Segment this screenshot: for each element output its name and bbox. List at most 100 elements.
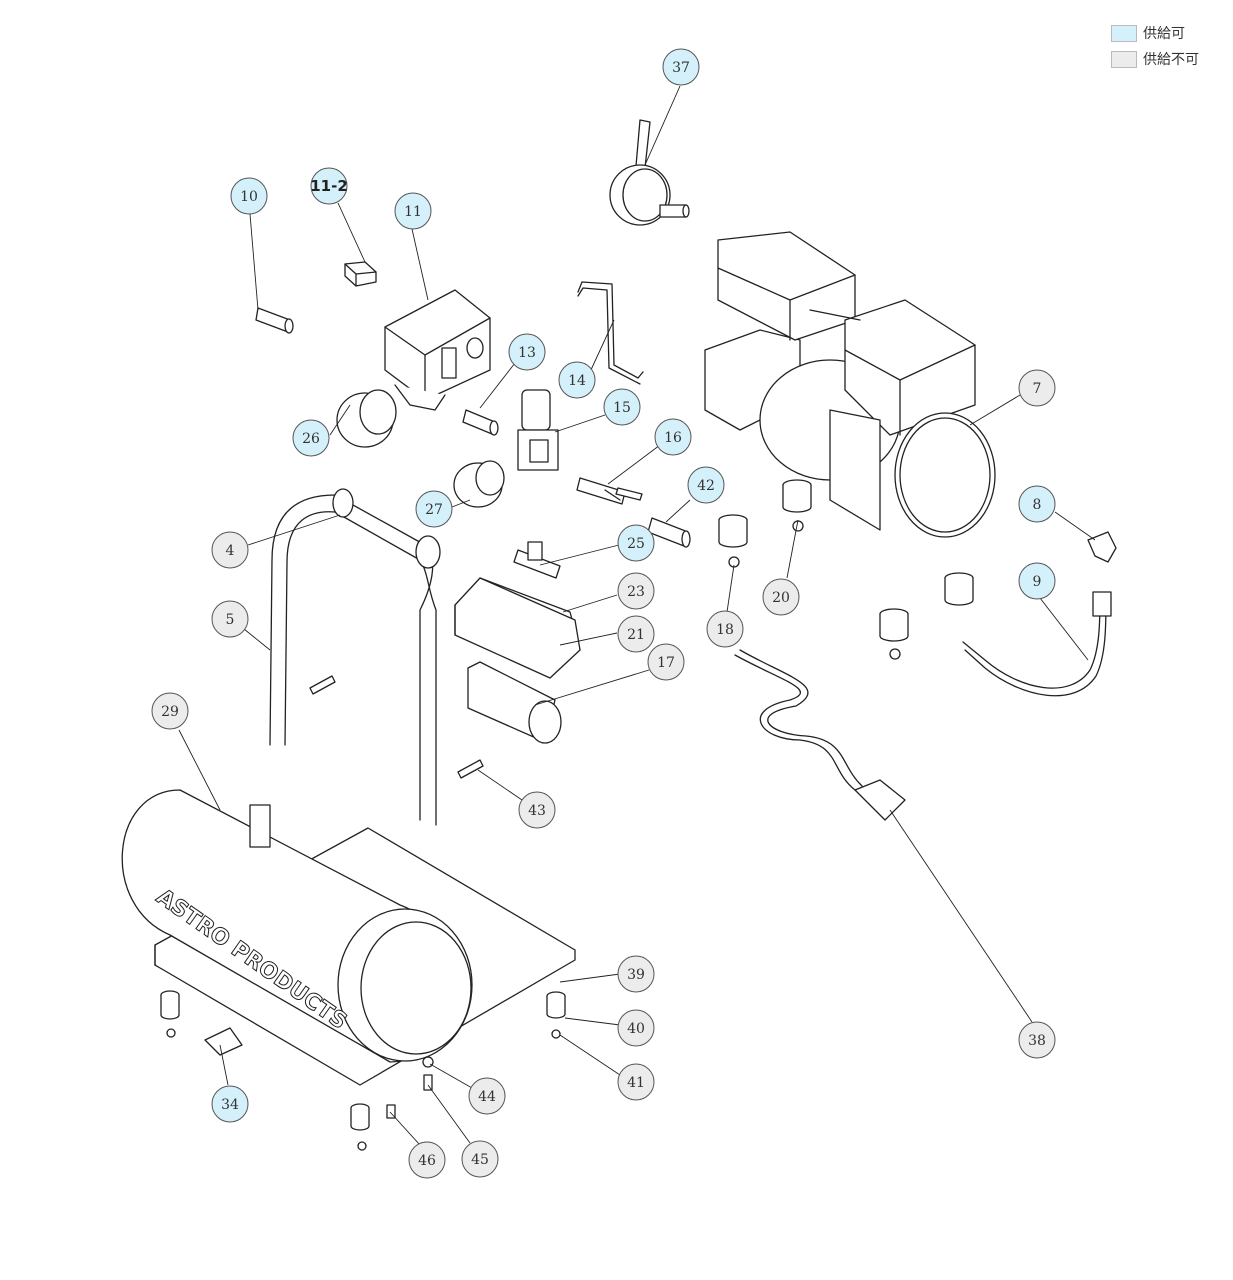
callout-5[interactable]: 5 xyxy=(211,600,249,638)
callout-label: 44 xyxy=(478,1089,496,1105)
part-bolt-43 xyxy=(457,759,484,779)
part-elbow xyxy=(1087,531,1117,563)
callout-38[interactable]: 38 xyxy=(1018,1021,1056,1059)
callout-circle xyxy=(211,531,249,569)
callout-25[interactable]: 25 xyxy=(617,524,655,562)
callout-circle xyxy=(151,692,189,730)
callout-8[interactable]: 8 xyxy=(1018,485,1056,523)
callout-label: 11-2 xyxy=(310,177,348,195)
callout-circle xyxy=(617,1063,655,1101)
callout-46[interactable]: 46 xyxy=(408,1141,446,1179)
callout-circle xyxy=(662,48,700,86)
legend-available-swatch xyxy=(1111,24,1137,42)
callout-10[interactable]: 10 xyxy=(230,177,268,215)
callout-15[interactable]: 15 xyxy=(603,388,641,426)
callout-circle xyxy=(211,600,249,638)
part-foot-left xyxy=(160,990,180,1038)
callout-label: 26 xyxy=(302,431,320,447)
part-mount-18 xyxy=(718,514,748,568)
callout-42[interactable]: 42 xyxy=(687,466,725,504)
legend-available-label: 供給可 xyxy=(1143,26,1185,42)
callout-label: 10 xyxy=(240,189,258,205)
callout-label: 8 xyxy=(1033,497,1042,513)
callout-label: 39 xyxy=(627,967,645,983)
part-gauge-27 xyxy=(453,460,505,508)
callout-43[interactable]: 43 xyxy=(518,791,556,829)
callout-circle xyxy=(292,419,330,457)
part-air-filter xyxy=(609,119,690,226)
callout-label: 15 xyxy=(613,400,631,416)
callout-circle xyxy=(558,361,596,399)
part-pipe xyxy=(577,281,644,385)
callout-label: 17 xyxy=(657,655,675,671)
callout-34[interactable]: 34 xyxy=(211,1085,249,1123)
callout-circle xyxy=(706,610,744,648)
part-ball-valve xyxy=(576,477,643,505)
callout-23[interactable]: 23 xyxy=(617,572,655,610)
callout-13[interactable]: 13 xyxy=(508,333,546,371)
callout-circle xyxy=(468,1077,506,1115)
callout-label: 41 xyxy=(627,1075,645,1091)
callout-17[interactable]: 17 xyxy=(647,643,685,681)
callout-45[interactable]: 45 xyxy=(461,1140,499,1178)
part-cover xyxy=(454,577,581,679)
part-small-switch xyxy=(344,261,377,287)
callout-9[interactable]: 9 xyxy=(1018,562,1056,600)
callout-44[interactable]: 44 xyxy=(468,1077,506,1115)
callout-label: 13 xyxy=(518,345,536,361)
callout-20[interactable]: 20 xyxy=(762,578,800,616)
callout-label: 34 xyxy=(221,1097,239,1113)
callout-27[interactable]: 27 xyxy=(415,490,453,528)
part-foot-bottom xyxy=(350,1103,370,1151)
callout-label: 18 xyxy=(716,622,734,638)
callout-circle xyxy=(211,1085,249,1123)
part-capacitor xyxy=(467,661,562,744)
callout-circle xyxy=(1018,562,1056,600)
callout-circle xyxy=(617,1009,655,1047)
callout-label: 25 xyxy=(627,536,645,552)
callout-40[interactable]: 40 xyxy=(617,1009,655,1047)
part-power-cord xyxy=(734,649,906,821)
part-tee-fitting xyxy=(513,541,561,579)
callout-7[interactable]: 7 xyxy=(1018,369,1056,407)
callout-11[interactable]: 11 xyxy=(394,192,432,230)
callout-label: 11 xyxy=(404,204,422,220)
part-nipple-13 xyxy=(462,409,499,436)
part-check-valve xyxy=(255,307,294,334)
callout-29[interactable]: 29 xyxy=(151,692,189,730)
callout-circle xyxy=(647,643,685,681)
callout-label: 7 xyxy=(1033,381,1042,397)
part-coupler xyxy=(647,517,691,548)
callout-label: 38 xyxy=(1028,1033,1046,1049)
callout-circle xyxy=(415,490,453,528)
callout-37[interactable]: 37 xyxy=(662,48,700,86)
callout-label: 20 xyxy=(772,590,790,606)
callout-11-2[interactable]: 11-2 xyxy=(310,167,348,205)
callout-label: 29 xyxy=(161,704,179,720)
callout-label: 14 xyxy=(568,373,586,389)
part-handle xyxy=(269,488,441,826)
callout-circle xyxy=(687,466,725,504)
callout-41[interactable]: 41 xyxy=(617,1063,655,1101)
part-mount-extra-a xyxy=(944,572,974,606)
callout-4[interactable]: 4 xyxy=(211,531,249,569)
callout-circle xyxy=(461,1140,499,1178)
callout-label: 40 xyxy=(627,1021,645,1037)
part-washer-44 xyxy=(422,1056,434,1068)
callout-circle xyxy=(394,192,432,230)
callout-39[interactable]: 39 xyxy=(617,955,655,993)
callout-16[interactable]: 16 xyxy=(654,418,692,456)
callout-circle xyxy=(508,333,546,371)
callout-18[interactable]: 18 xyxy=(706,610,744,648)
callout-label: 46 xyxy=(418,1153,436,1169)
callout-26[interactable]: 26 xyxy=(292,419,330,457)
part-mount-extra-b xyxy=(879,608,909,660)
callout-label: 21 xyxy=(627,627,645,643)
callout-circle xyxy=(518,791,556,829)
callout-21[interactable]: 21 xyxy=(617,615,655,653)
part-bolt-a xyxy=(309,675,336,695)
callout-14[interactable]: 14 xyxy=(558,361,596,399)
callout-label: 27 xyxy=(425,502,443,518)
legend-available: 供給可 xyxy=(1111,20,1199,46)
